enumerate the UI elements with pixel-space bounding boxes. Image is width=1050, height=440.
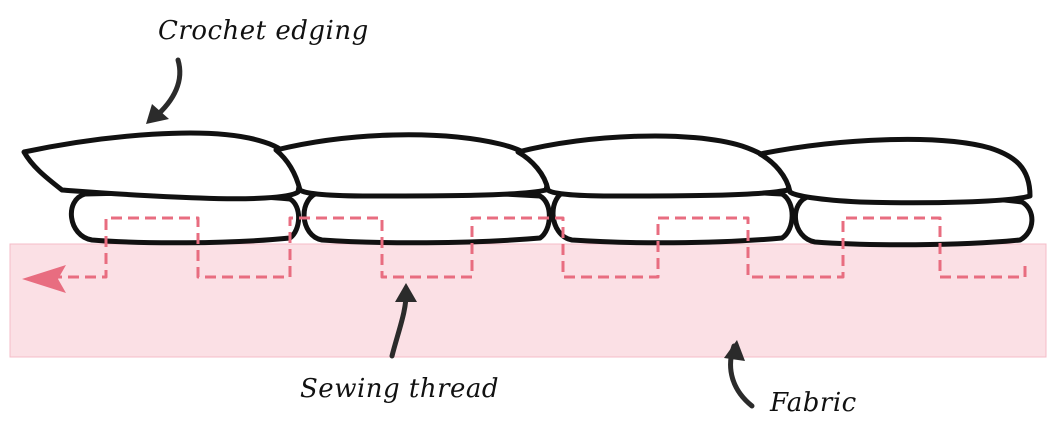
crochet-edging	[21, 130, 1035, 248]
thread-pointer-head	[395, 283, 417, 302]
thread-arrowhead	[22, 265, 66, 293]
crochet-stitch-top-2	[273, 132, 550, 199]
sewing-thread	[58, 216, 1027, 279]
fabric-label: Fabric	[770, 388, 857, 418]
crochet-edging-label: Crochet edging	[158, 16, 369, 46]
crochet-stitch-top-4	[757, 136, 1033, 206]
crochet-stitch-top-1	[21, 130, 302, 202]
fabric-pointer-head	[724, 340, 745, 361]
pointer-arrowheads	[146, 104, 745, 361]
crochet-pointer-head	[146, 104, 169, 124]
fabric-band	[9, 243, 1047, 358]
crochet-stitch-top-3	[515, 133, 791, 199]
sewing-thread-label: Sewing thread	[300, 374, 500, 404]
